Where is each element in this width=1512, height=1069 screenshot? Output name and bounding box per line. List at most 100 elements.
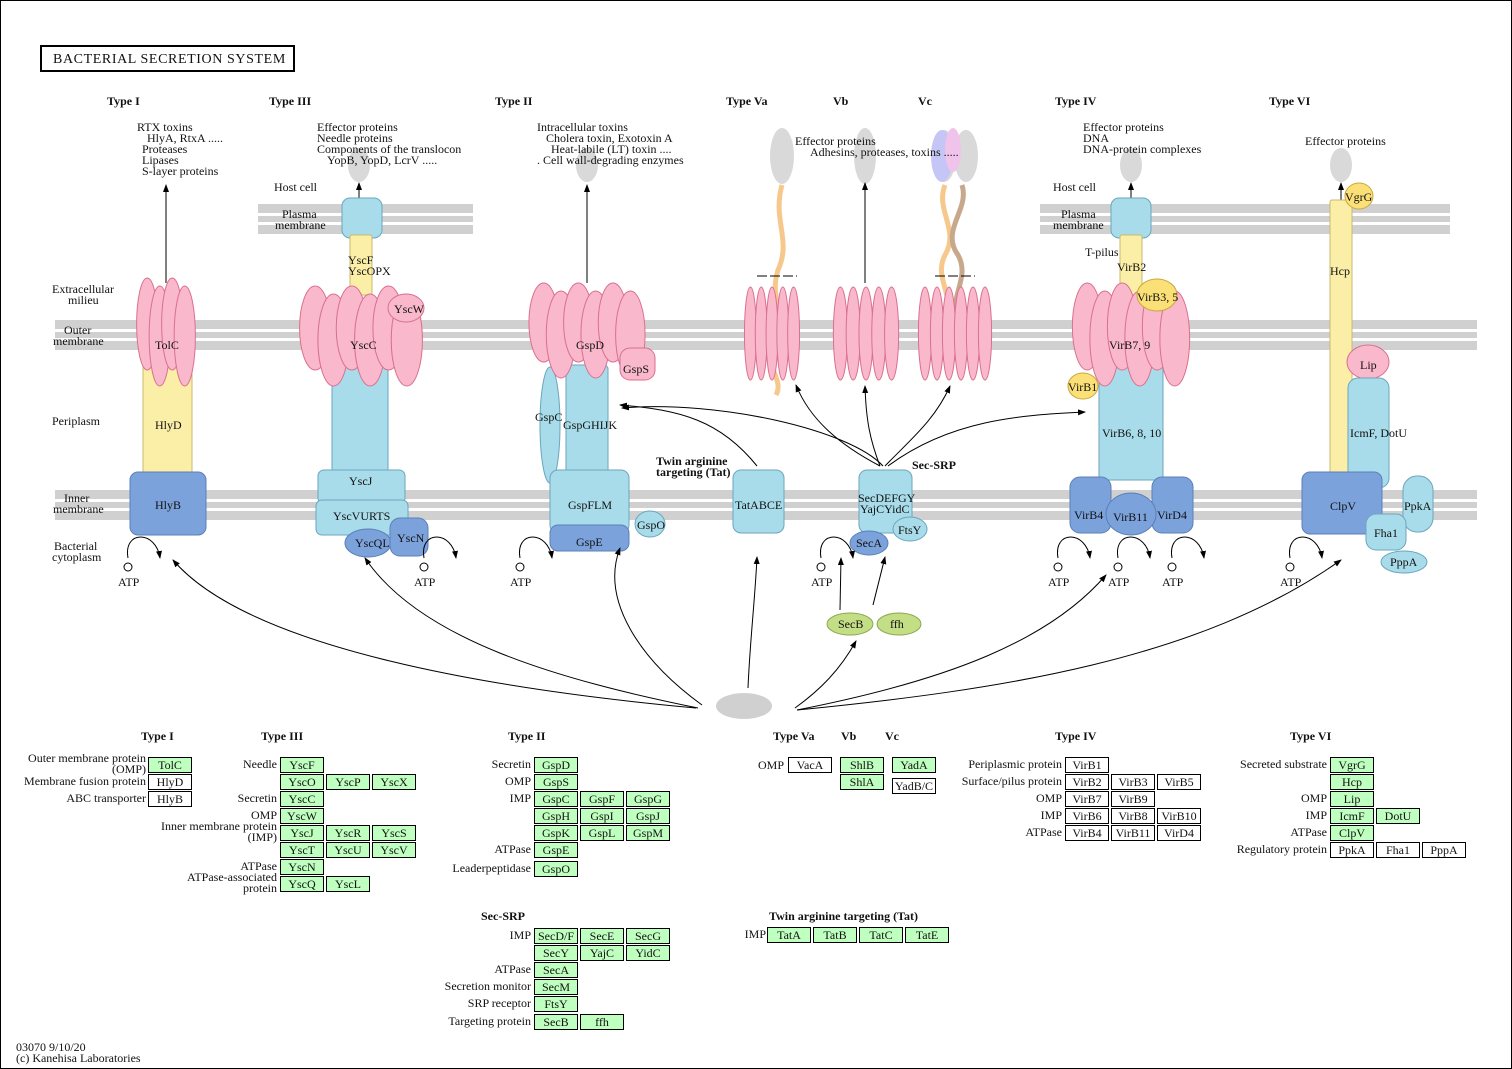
gene-box[interactable]: PpkA [1330, 842, 1374, 858]
gene-box[interactable]: GspE [534, 842, 578, 858]
effector-shape [854, 128, 876, 184]
translocon-shape [1110, 197, 1152, 239]
gene-box[interactable]: VirB10 [1157, 808, 1201, 824]
gene-box[interactable]: TatB [813, 927, 857, 943]
gene-box[interactable]: SecM [534, 979, 578, 995]
gene-box[interactable]: YscT [280, 842, 324, 858]
gene-box[interactable]: VirB8 [1111, 808, 1155, 824]
yscN-shape [389, 517, 429, 557]
gene-box[interactable]: TatC [859, 927, 903, 943]
gspC-label: GspC [535, 410, 563, 424]
gene-box[interactable]: GspI [580, 808, 624, 824]
gene-box[interactable]: VirB4 [1065, 825, 1109, 841]
gspS-label: GspS [623, 362, 650, 376]
gene-box[interactable]: TolC [148, 757, 192, 773]
atp-label: ATP [1162, 575, 1184, 589]
gene-box[interactable]: ffh [580, 1014, 624, 1030]
gene-box[interactable]: GspD [534, 757, 578, 773]
yscW-label: YscW [394, 302, 424, 316]
gene-box[interactable]: IcmF [1330, 808, 1374, 824]
gene-box[interactable]: YadA [892, 757, 936, 773]
row-label: Inner membrane protein [161, 819, 277, 833]
atp-circle [1167, 562, 1177, 572]
gene-box[interactable]: GspF [580, 791, 624, 807]
gene-box[interactable]: YscL [326, 876, 370, 892]
gene-box[interactable]: SecY [534, 945, 578, 961]
gene-box[interactable]: YscV [372, 842, 416, 858]
gene-box[interactable]: GspO [534, 861, 578, 877]
gene-box[interactable]: YidC [626, 945, 670, 961]
gene-box[interactable]: YscR [326, 825, 370, 841]
gene-box[interactable]: ClpV [1330, 825, 1374, 841]
gene-box[interactable]: DotU [1376, 808, 1420, 824]
gene-box[interactable]: YscN [280, 859, 324, 875]
gene-box[interactable]: YscC [280, 791, 324, 807]
source-shape [716, 693, 772, 719]
gene-box[interactable]: YscW [280, 808, 324, 824]
shlB-barrel [845, 286, 861, 381]
shlB-barrel [858, 286, 874, 381]
gene-box[interactable]: GspM [626, 825, 670, 841]
gene-box[interactable]: SecE [580, 928, 624, 944]
gene-box[interactable]: YscX [372, 774, 416, 790]
gene-box[interactable]: ShlA [840, 774, 884, 790]
gene-box[interactable]: ShlB [840, 757, 884, 773]
gene-box[interactable]: YscS [372, 825, 416, 841]
yadA-barrel [953, 286, 969, 381]
gene-box[interactable]: YscF [280, 757, 324, 773]
gene-box[interactable]: FtsY [534, 996, 578, 1012]
gene-box[interactable]: Hcp [1330, 774, 1374, 790]
gene-box[interactable]: YscP [326, 774, 370, 790]
atp-circle [1053, 562, 1063, 572]
gene-box[interactable]: VirD4 [1157, 825, 1201, 841]
gene-box[interactable]: TatE [905, 927, 949, 943]
gene-box[interactable]: PppA [1422, 842, 1466, 858]
gene-box[interactable]: GspC [534, 791, 578, 807]
gene-box[interactable]: YscJ [280, 825, 324, 841]
gene-box[interactable]: VirB2 [1065, 774, 1109, 790]
sec-arrow [621, 404, 884, 467]
gene-box[interactable]: VirB1 [1065, 757, 1109, 773]
gene-box[interactable]: VirB6 [1065, 808, 1109, 824]
gene-box[interactable]: VirB11 [1111, 825, 1155, 841]
gene-box[interactable]: HlyD [148, 774, 192, 790]
row-label: IMP [509, 791, 531, 805]
gene-box[interactable]: SecB [534, 1014, 578, 1030]
gene-box[interactable]: TatA [767, 927, 811, 943]
gene-box[interactable]: YadB/C [892, 778, 936, 794]
gene-box[interactable]: VirB5 [1157, 774, 1201, 790]
gene-box[interactable]: VacA [788, 757, 832, 773]
ftsY-shape [892, 516, 928, 542]
gene-box[interactable]: GspG [626, 791, 670, 807]
gene-box[interactable]: VirB9 [1111, 791, 1155, 807]
gene-box[interactable]: VgrG [1330, 757, 1374, 773]
region-label: membrane [1053, 218, 1104, 232]
table-header: Type VI [1290, 729, 1332, 743]
tolC-shape [173, 285, 196, 387]
gene-box[interactable]: SecA [534, 962, 578, 978]
gene-box[interactable]: SecD/F [534, 928, 578, 944]
atp-arrow [820, 536, 855, 559]
effector: Needle proteins [317, 131, 393, 145]
type-header: Type III [269, 94, 312, 108]
effector: Intracellular toxins [537, 120, 628, 134]
gene-box[interactable]: GspH [534, 808, 578, 824]
gene-box[interactable]: HlyB [148, 791, 192, 807]
region-label: cytoplasm [52, 550, 102, 564]
gene-box[interactable]: SecG [626, 928, 670, 944]
secA-label: SecA [856, 536, 882, 550]
gene-box[interactable]: GspS [534, 774, 578, 790]
gene-box[interactable]: Lip [1330, 791, 1374, 807]
gene-box[interactable]: YscQ [280, 876, 324, 892]
gene-box[interactable]: GspJ [626, 808, 670, 824]
gene-box[interactable]: GspL [580, 825, 624, 841]
gene-box[interactable]: GspK [534, 825, 578, 841]
gene-box[interactable]: YscO [280, 774, 324, 790]
gene-box[interactable]: YajC [580, 945, 624, 961]
gene-box[interactable]: VirB3 [1111, 774, 1155, 790]
tatABCE-shape [732, 469, 785, 534]
gene-box[interactable]: YscU [326, 842, 370, 858]
atp-label: ATP [1280, 575, 1302, 589]
gene-box[interactable]: Fha1 [1376, 842, 1420, 858]
gene-box[interactable]: VirB7 [1065, 791, 1109, 807]
